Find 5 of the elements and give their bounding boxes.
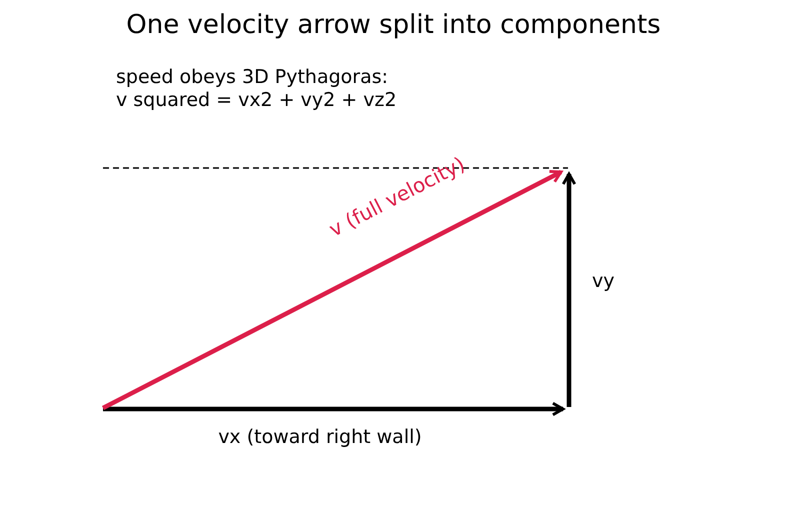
vector-label: vx (toward right wall) (218, 427, 422, 449)
diagram-title: One velocity arrow split into components (125, 11, 662, 41)
note-text: speed obeys 3D Pythagoras: (116, 67, 388, 89)
vector-label: vy (592, 271, 614, 293)
note-text: v squared = vx2 + vy2 + vz2 (116, 90, 397, 112)
